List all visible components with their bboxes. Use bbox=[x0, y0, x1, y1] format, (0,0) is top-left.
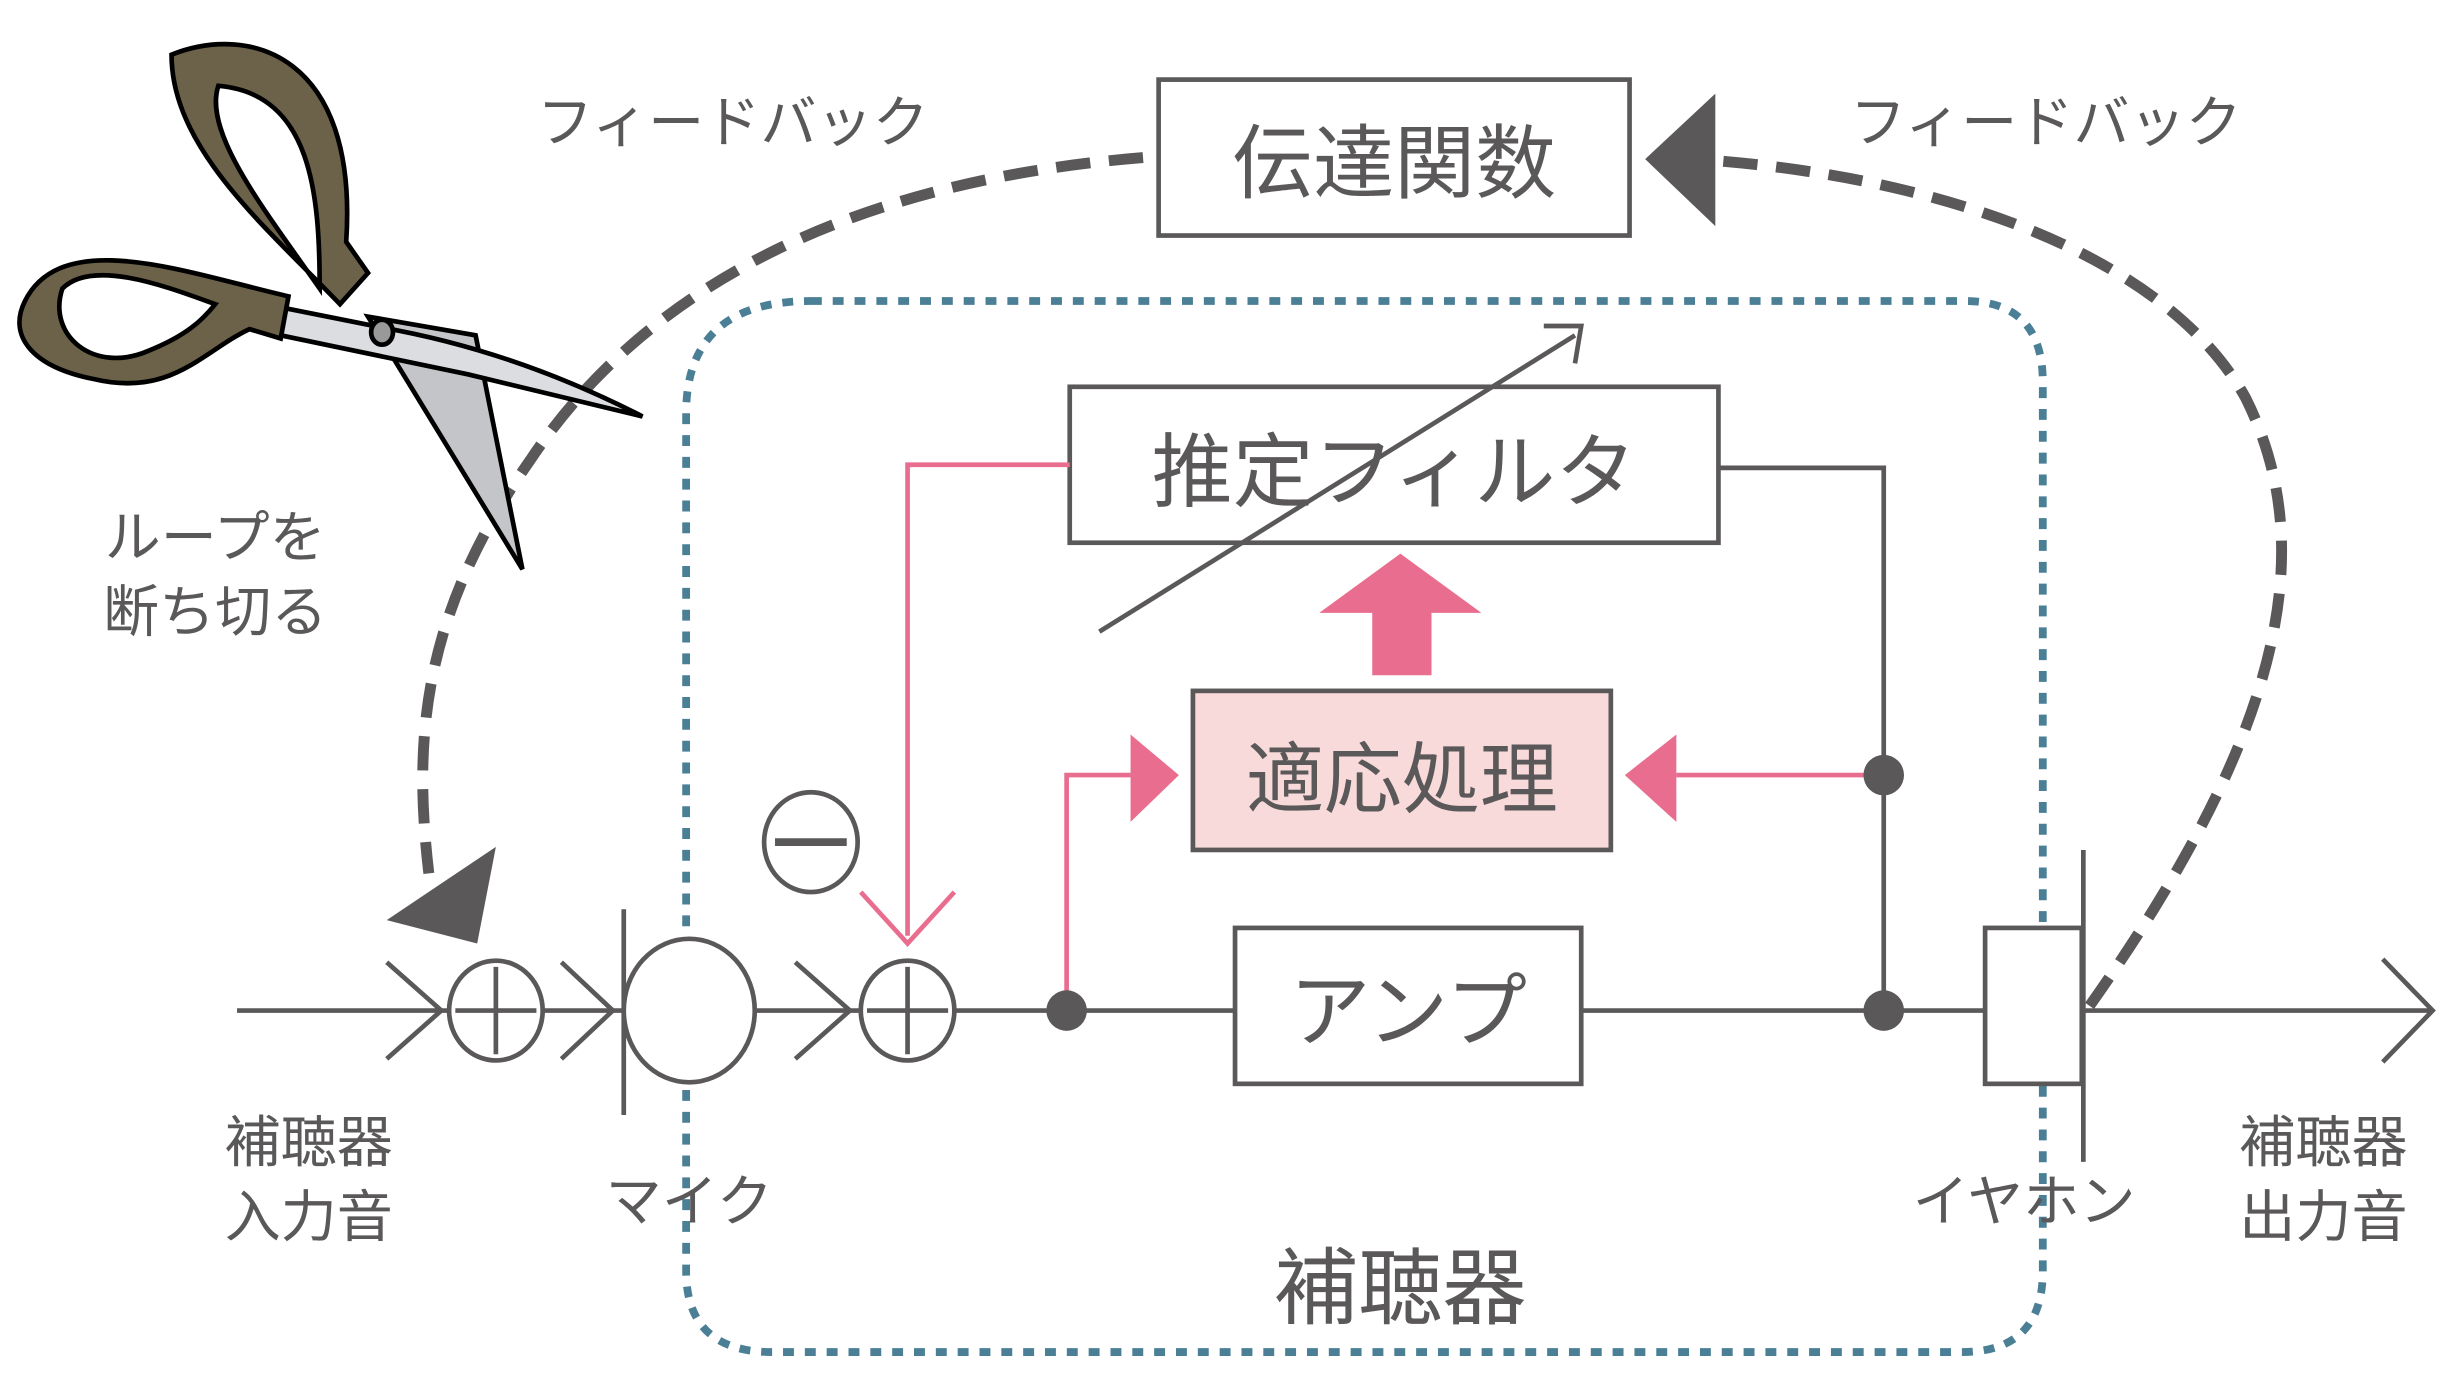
earphone-icon bbox=[1982, 849, 2086, 1162]
adapt-update-arrow bbox=[1319, 553, 1482, 676]
adaptive-processing-block: 適応処理 bbox=[1190, 688, 1614, 853]
transfer-function-label: 伝達関数 bbox=[1232, 118, 1556, 212]
chevron-3 bbox=[793, 960, 854, 1061]
mic-label: マイク bbox=[606, 1170, 773, 1235]
transfer-function-block: 伝達関数 bbox=[1156, 77, 1632, 238]
earphone-label: イヤホン bbox=[1913, 1170, 2136, 1235]
hearing-aid-boundary bbox=[682, 297, 2047, 1356]
input-chevron bbox=[385, 960, 445, 1061]
estimation-filter-block: 推定フィルタ bbox=[1067, 323, 1721, 634]
microphone-icon bbox=[621, 909, 758, 1116]
filter-ref-wire bbox=[1718, 465, 1887, 1009]
sum-junction-icon bbox=[858, 958, 957, 1063]
amp-label: アンプ bbox=[1289, 966, 1527, 1060]
estimation-filter-label: 推定フィルタ bbox=[1152, 427, 1637, 521]
feedback-label-left: フィードバック bbox=[537, 91, 929, 156]
feedback-label-right: フィードバック bbox=[1850, 91, 2242, 156]
variable-arrow-line bbox=[1098, 333, 1577, 634]
variable-arrowhead bbox=[1543, 323, 1584, 364]
amp-block: アンプ bbox=[1232, 925, 1584, 1087]
input-label-1: 補聴器 bbox=[225, 1111, 393, 1176]
output-arrowhead bbox=[2381, 957, 2436, 1064]
scissors-icon bbox=[17, 41, 644, 571]
input-label-2: 入力音 bbox=[225, 1186, 393, 1251]
cancel-signal-path bbox=[905, 462, 1070, 936]
output-label-1: 補聴器 bbox=[2239, 1111, 2407, 1176]
junction-dot-icon bbox=[1863, 754, 1905, 796]
cancel-arrowhead bbox=[859, 890, 957, 947]
sum-junction-icon bbox=[446, 958, 546, 1063]
feedback-arrowhead-right bbox=[1645, 93, 1716, 227]
junction-dot-icon bbox=[1863, 990, 1905, 1031]
feedback-arrowhead-left bbox=[386, 846, 496, 944]
hearing-aid-label: 補聴器 bbox=[1274, 1240, 1527, 1338]
feedback-path-left bbox=[417, 152, 1144, 874]
reference-arrowhead bbox=[1624, 734, 1677, 822]
chevron-2 bbox=[559, 960, 617, 1061]
error-arrowhead bbox=[1130, 734, 1179, 822]
adaptive-processing-label: 適応処理 bbox=[1246, 735, 1558, 825]
cut-loop-label-1: ループを bbox=[105, 506, 326, 571]
junction-dot-icon bbox=[1046, 990, 1087, 1031]
error-signal-path bbox=[1064, 772, 1131, 1009]
output-label-2: 出力音 bbox=[2239, 1186, 2407, 1251]
feedback-path-right bbox=[1714, 155, 2288, 1010]
cut-loop-label-2: 断ち切る bbox=[103, 581, 328, 646]
minus-sign-icon bbox=[761, 789, 861, 895]
